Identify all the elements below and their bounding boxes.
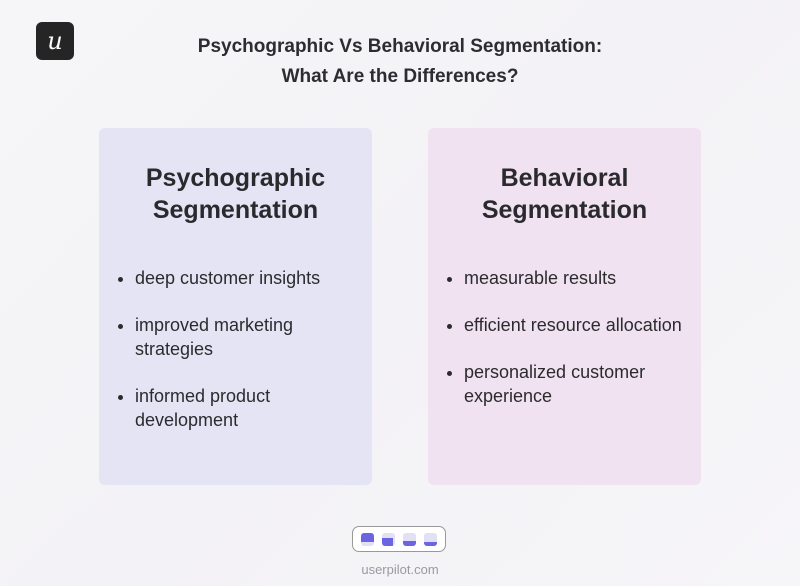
list-item: deep customer insights <box>135 266 362 290</box>
list-item: personalized customer experience <box>464 360 691 408</box>
heading-line: Segmentation <box>152 196 319 224</box>
product-icon-bar <box>352 526 446 552</box>
list-item: informed product development <box>135 384 362 432</box>
resource-icon <box>424 532 437 546</box>
logo-letter: u <box>47 27 63 55</box>
heading-line: Psychographic <box>145 164 326 192</box>
heading-line: Behavioral <box>500 164 629 192</box>
userpilot-logo: u <box>36 22 74 60</box>
list-item: measurable results <box>464 266 691 290</box>
list-item: improved marketing strategies <box>135 313 362 361</box>
page-title: Psychographic Vs Behavioral Segmentation… <box>0 32 800 92</box>
site-url: userpilot.com <box>361 562 439 577</box>
list-item: efficient resource allocation <box>464 313 691 337</box>
title-line-2: What Are the Differences? <box>281 66 519 87</box>
title-line-1: Psychographic Vs Behavioral Segmentation… <box>197 36 603 57</box>
analytics-icon <box>382 532 395 546</box>
onboarding-icon <box>361 532 374 546</box>
benefit-list: measurable results efficient resource al… <box>444 266 691 431</box>
benefit-list: deep customer insights improved marketin… <box>115 266 362 455</box>
survey-icon <box>403 532 416 546</box>
heading-line: Segmentation <box>481 196 648 224</box>
